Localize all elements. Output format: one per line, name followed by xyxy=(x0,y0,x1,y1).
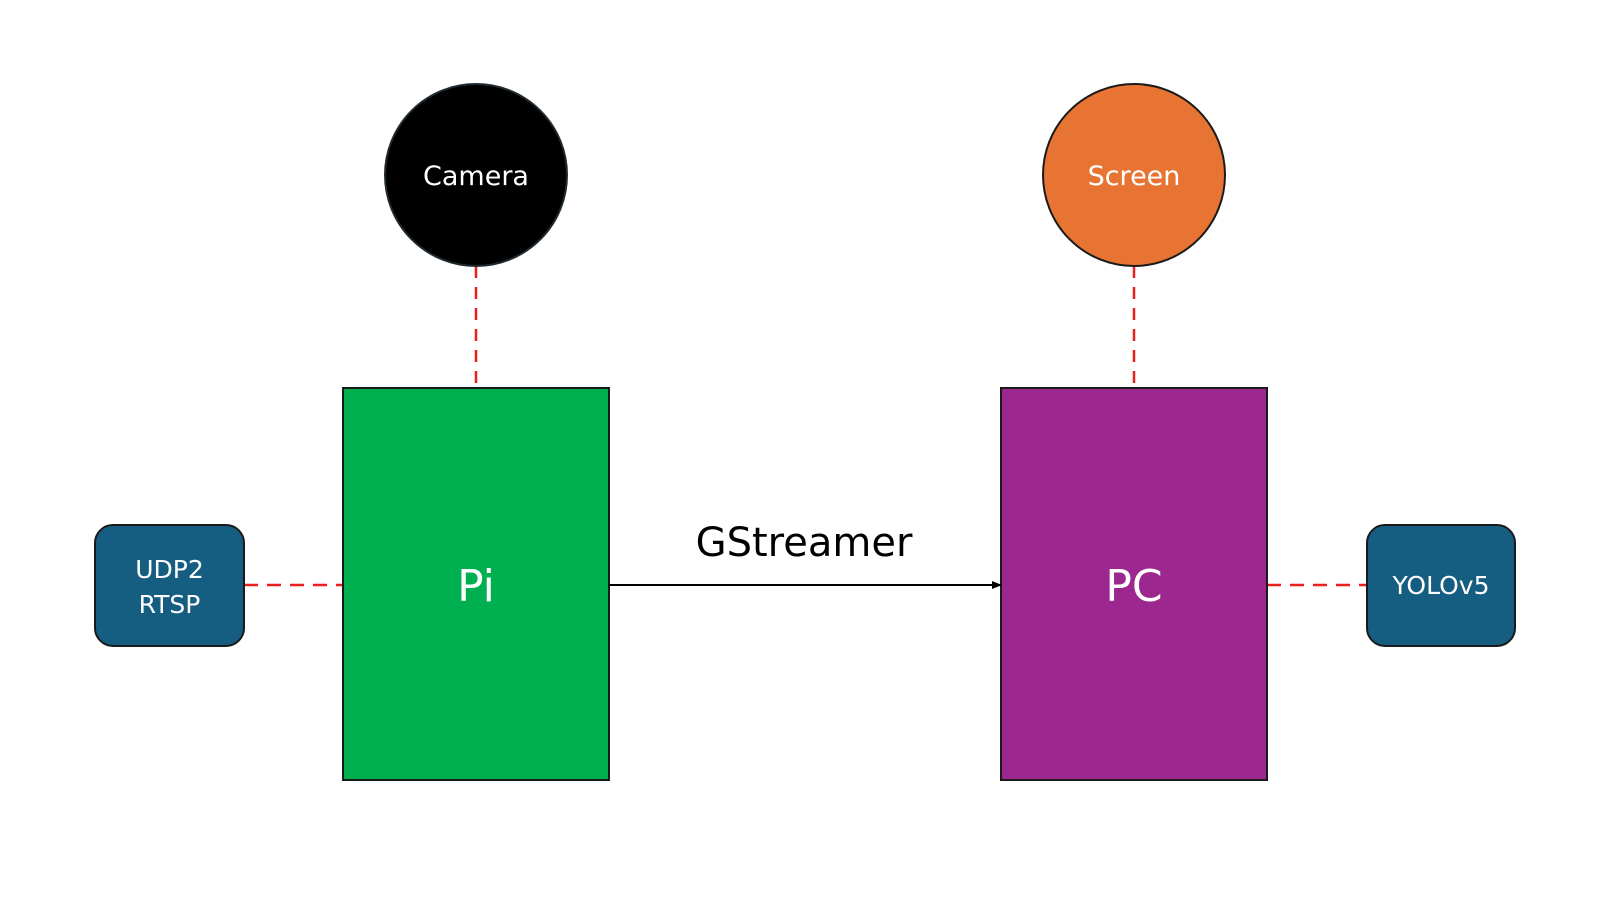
screen-label: Screen xyxy=(1088,161,1181,192)
pi-node xyxy=(342,387,610,781)
udp2rtsp-label-line2: RTSP xyxy=(139,590,201,619)
udp2rtsp-node xyxy=(94,524,245,647)
pc-label: PC xyxy=(1105,561,1162,612)
udp2rtsp-label-line1: UDP2 xyxy=(135,555,204,584)
camera-node xyxy=(384,83,568,267)
pc-node xyxy=(1000,387,1268,781)
yolov5-label: YOLOv5 xyxy=(1392,571,1490,600)
pi-label: Pi xyxy=(457,561,495,612)
gstreamer-label: GStreamer xyxy=(696,520,913,566)
camera-label: Camera xyxy=(423,161,529,192)
yolov5-node xyxy=(1366,524,1516,647)
screen-node xyxy=(1042,83,1226,267)
